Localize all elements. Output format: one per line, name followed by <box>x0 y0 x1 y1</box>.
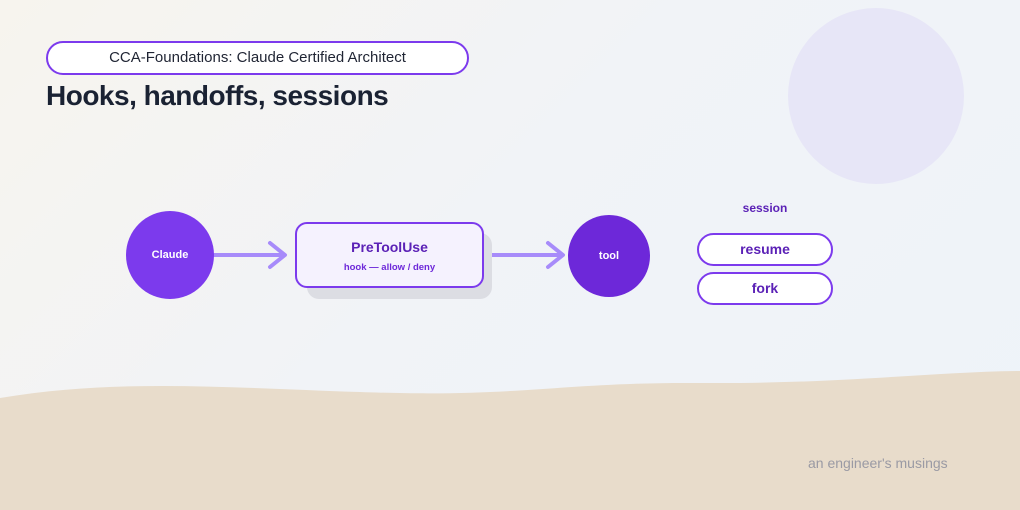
arrow-claude-to-hook <box>212 241 287 269</box>
tool-node: tool <box>568 215 650 297</box>
claude-node: Claude <box>126 211 214 299</box>
session-label: session <box>742 201 788 215</box>
course-badge: CCA-Foundations: Claude Certified Archit… <box>46 41 469 75</box>
decorative-circle <box>788 8 964 184</box>
session-resume-pill: resume <box>697 233 833 266</box>
pretooluse-hook-box: PreToolUse hook — allow / deny <box>295 222 484 288</box>
hook-subtitle: hook — allow / deny <box>343 262 436 273</box>
page-title: Hooks, handoffs, sessions <box>46 80 389 111</box>
tool-node-label: tool <box>598 250 620 262</box>
claude-node-label: Claude <box>151 249 189 261</box>
blog-signature: an engineer's musings <box>808 455 948 471</box>
hook-title: PreToolUse <box>351 239 428 255</box>
arrow-hook-to-tool <box>490 241 565 269</box>
session-fork-pill: fork <box>697 272 833 305</box>
